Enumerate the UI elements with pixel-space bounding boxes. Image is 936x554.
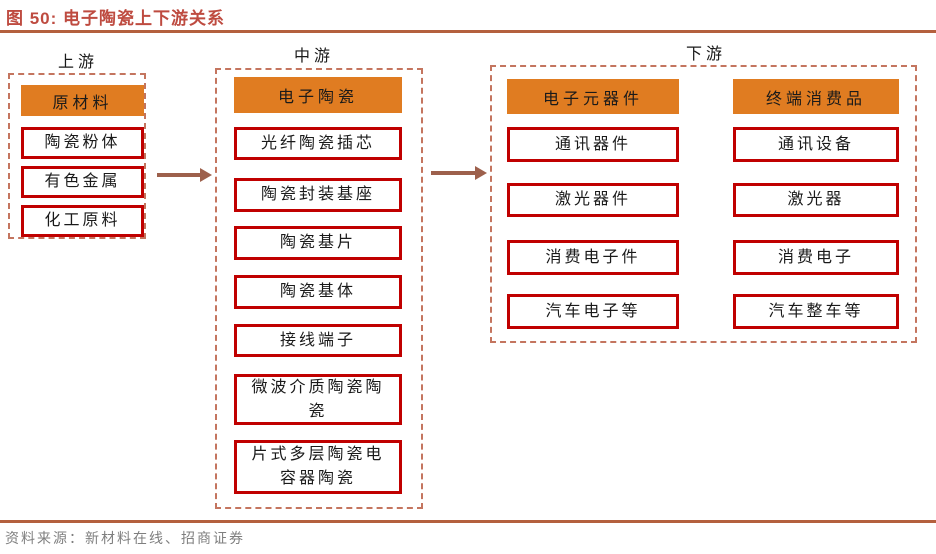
arrow-head [200,168,212,182]
arrow-shaft [431,171,475,175]
midstream-header: 电子陶瓷 [234,77,402,113]
midstream-item: 陶瓷封装基座 [234,178,402,212]
upstream-item: 陶瓷粉体 [21,127,144,159]
title-underline [0,30,936,33]
downstream-group: 电子元器件 通讯器件 激光器件 消费电子件 汽车电子等 终端消费品 通讯设备 激… [490,65,917,343]
midstream-item: 微波介质陶瓷陶瓷 [234,374,402,425]
midstream-group: 电子陶瓷 光纤陶瓷插芯 陶瓷封装基座 陶瓷基片 陶瓷基体 接线端子 微波介质陶瓷… [215,68,423,509]
arrow-right-icon [431,166,487,180]
midstream-label: 中游 [294,48,335,65]
upstream-item: 化工原料 [21,205,144,237]
arrow-right-icon [157,168,212,182]
midstream-item: 片式多层陶瓷电容器陶瓷 [234,440,402,494]
downstream-col1-item: 消费电子件 [507,240,679,275]
footer-rule [0,520,936,523]
downstream-col1-header: 电子元器件 [507,79,679,114]
source-note: 资料来源：新材料在线、招商证券 [5,532,245,547]
midstream-item: 光纤陶瓷插芯 [234,127,402,160]
upstream-group: 原材料 陶瓷粉体 有色金属 化工原料 [8,73,146,239]
downstream-label: 下游 [686,46,727,63]
downstream-col2-header: 终端消费品 [733,79,899,114]
midstream-item: 接线端子 [234,324,402,357]
downstream-col1-item: 汽车电子等 [507,294,679,329]
upstream-header: 原材料 [21,85,144,116]
upstream-item: 有色金属 [21,166,144,198]
downstream-col2-item: 汽车整车等 [733,294,899,329]
midstream-item: 陶瓷基体 [234,275,402,309]
downstream-col1-item: 通讯器件 [507,127,679,162]
arrow-shaft [157,173,200,177]
arrow-head [475,166,487,180]
downstream-col2-item: 消费电子 [733,240,899,275]
midstream-item: 陶瓷基片 [234,226,402,260]
downstream-col2-item: 通讯设备 [733,127,899,162]
figure-title: 图 50: 电子陶瓷上下游关系 [6,9,226,28]
downstream-col1-item: 激光器件 [507,183,679,217]
downstream-col2-item: 激光器 [733,183,899,217]
upstream-label: 上游 [58,54,99,71]
